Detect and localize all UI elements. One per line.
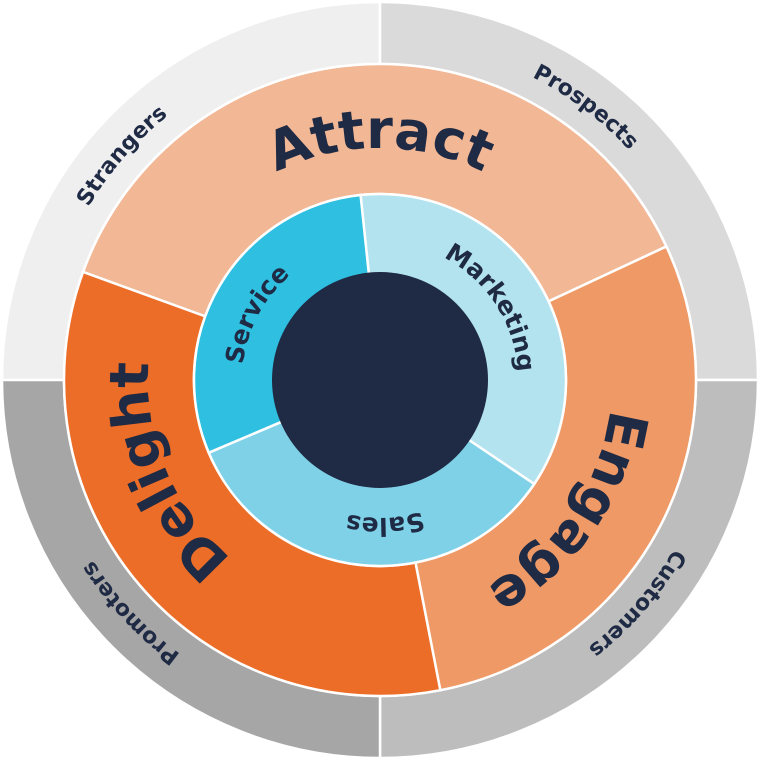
flywheel-hub — [272, 272, 488, 488]
